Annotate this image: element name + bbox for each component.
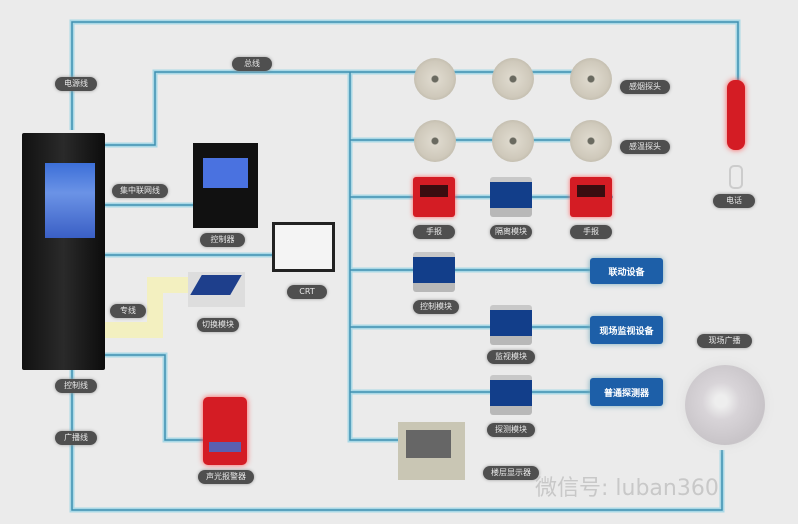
fire-phone bbox=[727, 80, 745, 150]
dedicated-line-label: 专线 bbox=[110, 304, 146, 318]
linkage-equipment-box: 联动设备 bbox=[590, 258, 663, 284]
manual-alarm-label: 手报 bbox=[570, 225, 612, 239]
sounder-label: 声光报警器 bbox=[198, 470, 254, 484]
floor-display-label: 楼层显示器 bbox=[483, 466, 539, 480]
switch-module bbox=[188, 272, 245, 307]
control-module bbox=[413, 252, 455, 292]
isolation-module bbox=[490, 177, 532, 217]
crt-monitor bbox=[272, 222, 335, 272]
handset-icon bbox=[729, 165, 743, 189]
controller-label: 控制器 bbox=[200, 233, 245, 247]
smoke-detector-label: 感烟探头 bbox=[620, 80, 670, 94]
manual-alarm-button bbox=[570, 177, 612, 217]
smoke-detector bbox=[492, 58, 534, 100]
bus-label: 总线 bbox=[232, 57, 272, 71]
detect-module-label: 探测模块 bbox=[487, 423, 535, 437]
speaker-label: 现场广播 bbox=[697, 334, 752, 348]
broadcast-line-label: 广播线 bbox=[55, 431, 97, 445]
ordinary-detector-box: 普通探测器 bbox=[590, 378, 663, 406]
detect-module bbox=[490, 375, 532, 415]
control-module-label: 控制模块 bbox=[413, 300, 459, 314]
controller-panel bbox=[193, 143, 258, 228]
manual-alarm-label: 手报 bbox=[413, 225, 455, 239]
phone-label: 电话 bbox=[713, 194, 755, 208]
floor-display bbox=[398, 422, 465, 480]
manual-alarm-button bbox=[413, 177, 455, 217]
crt-label: CRT bbox=[287, 285, 327, 299]
switch-module-label: 切换模块 bbox=[197, 318, 239, 332]
heat-detector-label: 感温探头 bbox=[620, 140, 670, 154]
power-line-label: 电源线 bbox=[55, 77, 97, 91]
heat-detector bbox=[570, 120, 612, 162]
smoke-detector bbox=[570, 58, 612, 100]
smoke-detector bbox=[414, 58, 456, 100]
speaker bbox=[685, 365, 765, 445]
heat-detector bbox=[492, 120, 534, 162]
watermark: 微信号: luban360 bbox=[535, 476, 719, 501]
isolation-module-label: 隔离模块 bbox=[490, 225, 532, 239]
network-line-label: 集中联网线 bbox=[112, 184, 168, 198]
sounder bbox=[203, 397, 247, 465]
monitor-module bbox=[490, 305, 532, 345]
field-monitor-box: 现场监视设备 bbox=[590, 316, 663, 344]
fire-control-cabinet bbox=[22, 133, 105, 370]
heat-detector bbox=[414, 120, 456, 162]
monitor-module-label: 监视模块 bbox=[487, 350, 535, 364]
control-line-label: 控制线 bbox=[55, 379, 97, 393]
